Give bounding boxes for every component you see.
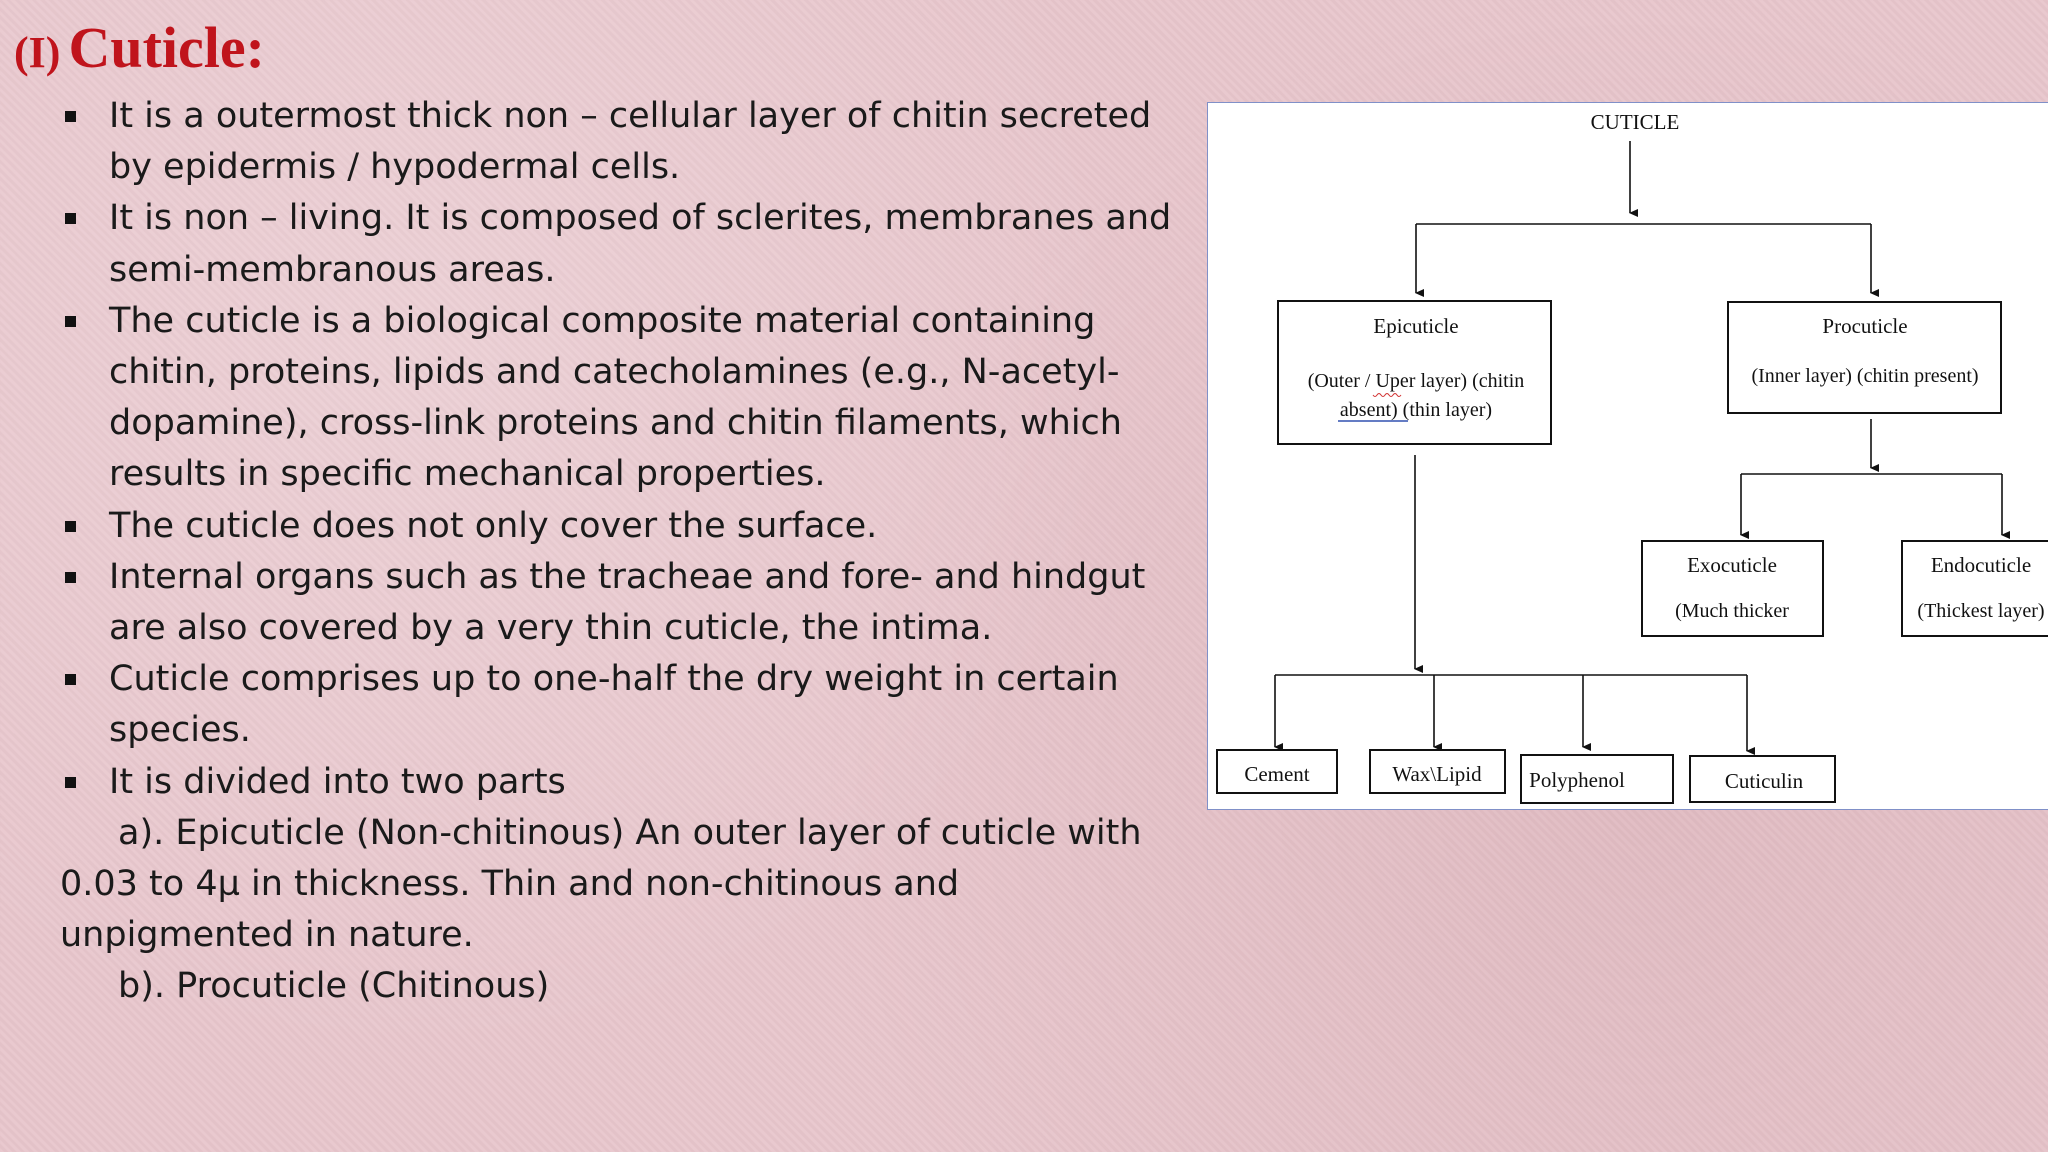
root-label: CUTICLE [1591,110,1680,134]
bullet-square-icon [65,776,76,788]
cuticle-flowchart: CUTICLE Epicuticle (Outer / Uper layer) … [1216,110,2048,804]
epicuticle-box [1277,300,1552,445]
endocuticle-box [1901,540,2048,637]
bullet-item: It is non – living. It is composed of sc… [60,193,1200,295]
polyphenol-box [1520,754,1674,804]
spellcheck-underline [1372,393,1402,397]
bullet-item: Internal organs such as the tracheae and… [60,552,1200,654]
bullet-item: It is divided into two parts [60,757,1200,808]
bullet-list: It is a outermost thick non – cellular l… [60,91,1200,808]
procuticle-label: Procuticle [1822,314,1907,338]
bullet-text: It is a outermost thick non – cellular l… [109,96,1152,188]
cuticulin-label: Cuticulin [1725,769,1804,793]
cuticle-diagram: CUTICLE Epicuticle (Outer / Uper layer) … [1207,102,2048,810]
cement-box [1216,749,1338,794]
cuticulin-box [1689,755,1836,803]
endocuticle-label: Endocuticle [1931,553,2031,577]
bullet-square-icon [65,520,76,532]
bullet-square-icon [65,571,76,583]
bullet-text: Internal organs such as the tracheae and… [109,556,1146,649]
bullet-item: It is a outermost thick non – cellular l… [60,91,1200,193]
procuticle-box [1727,301,2002,414]
slide-title: (I)Cuticle: [14,14,265,81]
procuticle-desc: (Inner layer) (chitin present) [1751,365,1978,387]
bullet-text: The cuticle is a biological composite ma… [109,300,1122,495]
bullet-text: Cuticle comprises up to one-half the dry… [109,659,1119,751]
title-word: Cuticle: [68,15,265,80]
bullet-text: It is non – living. It is composed of sc… [109,198,1172,290]
exocuticle-box [1641,540,1824,637]
endocuticle-desc: (Thickest layer) [1917,600,2044,622]
epicuticle-desc-2: absent) (thin layer) [1340,399,1492,421]
slide-body: It is a outermost thick non – cellular l… [60,91,1200,1013]
polyphenol-label: Polyphenol [1529,768,1625,792]
bullet-text: The cuticle does not only cover the surf… [109,505,878,546]
bullet-square-icon [65,674,76,686]
title-number: (I) [14,28,61,77]
bullet-square-icon [65,315,76,327]
bullet-text: It is divided into two parts [109,761,566,802]
cement-label: Cement [1244,762,1309,786]
exocuticle-desc: (Much thicker [1675,600,1789,622]
bullet-square-icon [65,213,76,225]
bullet-item: Cuticle comprises up to one-half the dry… [60,654,1200,756]
sub-point-b: b). Procuticle (Chitinous) [118,966,550,1007]
exocuticle-label: Exocuticle [1687,553,1777,577]
wax-lipid-label: Wax\Lipid [1392,762,1482,786]
sub-point-a: a). Epicuticle (Non-chitinous) An outer … [60,812,1142,956]
bullet-item: The cuticle is a biological composite ma… [60,296,1200,501]
epicuticle-label: Epicuticle [1373,314,1458,338]
bullet-square-icon [65,111,76,122]
bullet-item: The cuticle does not only cover the surf… [60,501,1200,552]
epicuticle-desc-1: (Outer / Uper layer) (chitin [1308,370,1525,392]
wax-lipid-box [1369,749,1506,794]
